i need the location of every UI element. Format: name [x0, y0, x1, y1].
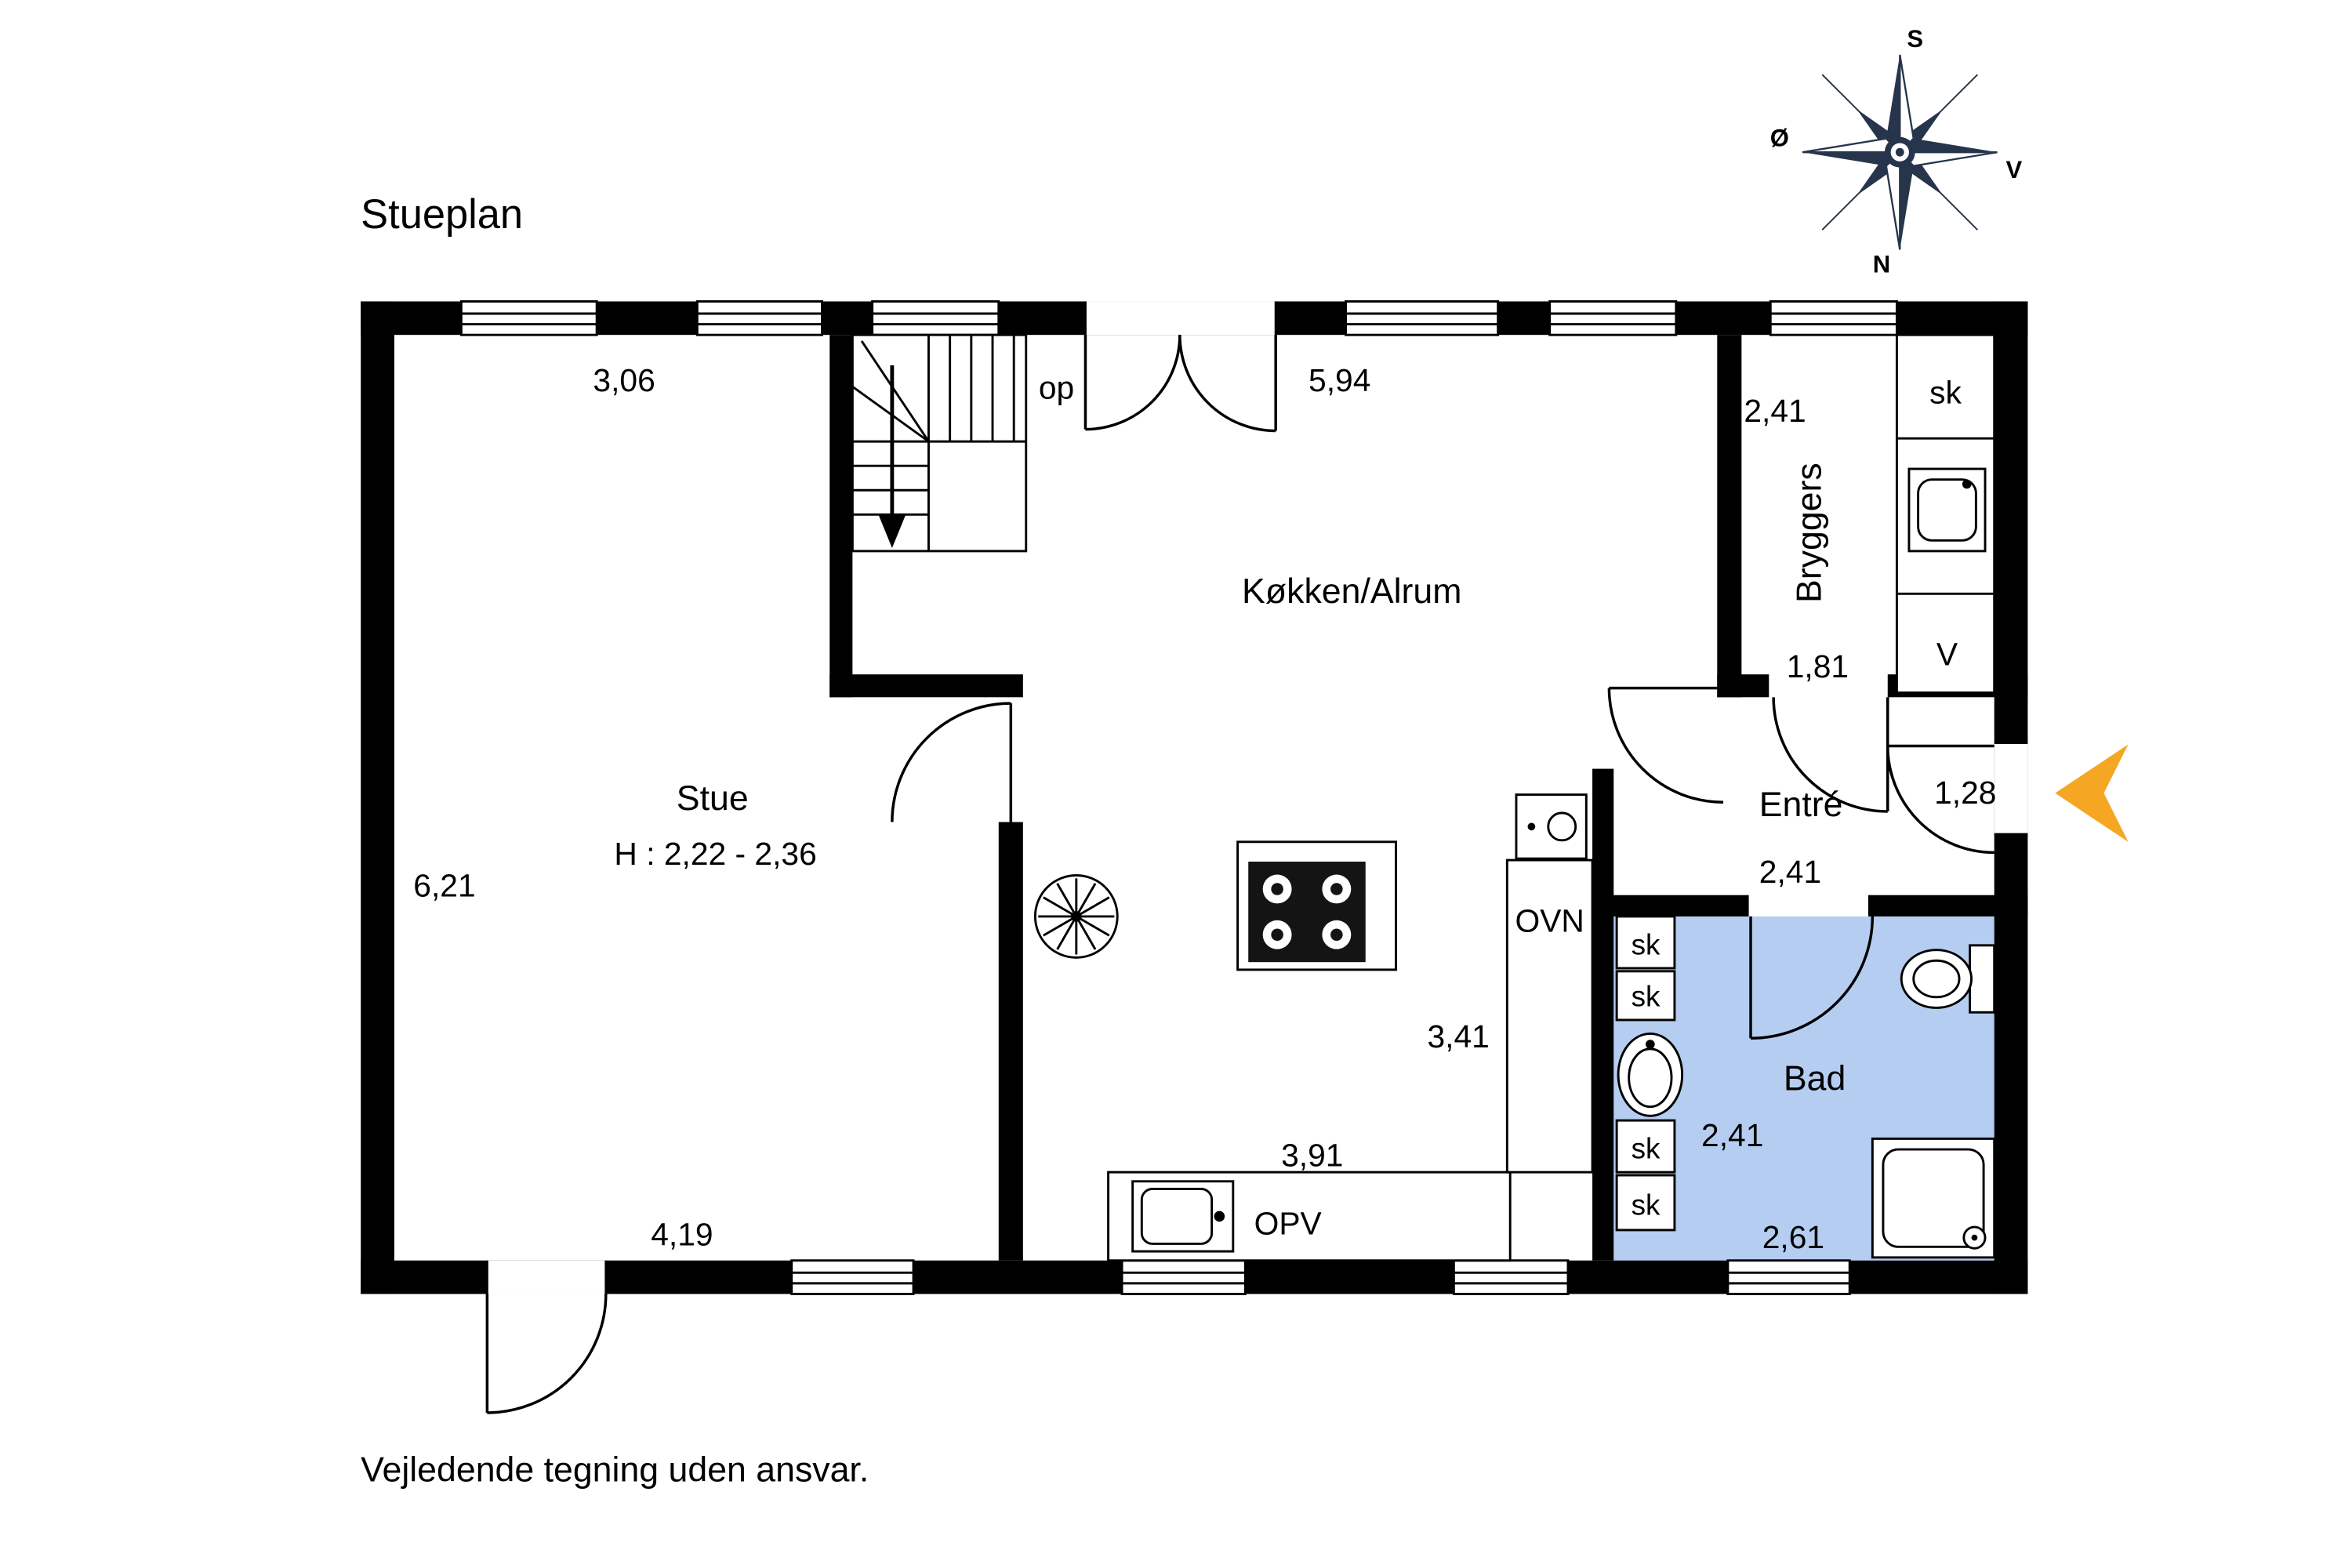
- disclaimer-text: Vejledende tegning uden ansvar.: [361, 1450, 869, 1489]
- door-opening-top: [1084, 301, 1277, 336]
- entre-dim-width: 2,41: [1759, 854, 1821, 890]
- window-bottom-2: [1120, 1259, 1247, 1295]
- compass-north-label: N: [1873, 251, 1890, 278]
- cooktop-icon: [1248, 862, 1366, 963]
- stue-room-label: Stue: [677, 779, 749, 818]
- door-koekken-entre-swing: [1607, 686, 1724, 804]
- window-bottom-1: [790, 1259, 915, 1295]
- bad-dim-width: 2,41: [1701, 1117, 1763, 1153]
- shower-icon: [1871, 1137, 1996, 1259]
- bad-basin-icon: [1617, 1032, 1684, 1117]
- entre-dim-depth: 1,28: [1934, 775, 1996, 811]
- compass-south-label: S: [1907, 25, 1923, 53]
- window-top-3: [871, 300, 1000, 336]
- dishwasher-label: OPV: [1254, 1206, 1323, 1242]
- compass-west-label: V: [2006, 156, 2023, 183]
- kitchen-sink-icon: [1131, 1180, 1235, 1253]
- compass-east-label: Ø: [1770, 124, 1789, 151]
- page-title: Stueplan: [361, 192, 523, 238]
- entrance-arrow-icon: [2055, 744, 2129, 842]
- toilet-icon: [1900, 944, 1996, 1014]
- window-bottom-4: [1726, 1259, 1851, 1295]
- bryggers-cabinet-label: sk: [1929, 375, 1962, 411]
- window-top-4: [1345, 300, 1500, 336]
- bryggers-dim-depth: 1,81: [1787, 648, 1849, 684]
- bad-cabinet-label-3: sk: [1632, 1133, 1661, 1165]
- bryggers-washer-label: V: [1936, 637, 1958, 673]
- stue-ceiling-height: H : 2,22 - 2,36: [614, 836, 816, 872]
- bryggers-dim-width: 2,41: [1744, 393, 1806, 429]
- double-door-top-swing: [1083, 335, 1277, 433]
- door-entry-swing: [1886, 744, 1994, 855]
- door-opening-bad: [1746, 895, 1871, 916]
- labels: Stueplan Vejledende tegning uden ansvar.…: [361, 192, 1996, 1489]
- kitchen-counter-right: [1505, 858, 1594, 1174]
- stairs-up-label: op: [1039, 370, 1074, 406]
- oven-appliance-icon: [1515, 793, 1588, 860]
- door-stue-swing: [891, 702, 1013, 822]
- door-bad-swing: [1749, 916, 1875, 1040]
- koekken-room-label: Køkken/Alrum: [1242, 572, 1461, 611]
- bad-cabinet-label-4: sk: [1632, 1189, 1661, 1221]
- bryggers-sink-icon: [1907, 467, 1987, 553]
- compass-rose-icon: S Ø V N: [1770, 25, 2023, 278]
- window-bottom-3: [1452, 1259, 1570, 1295]
- bryggers-room-label: Bryggers: [1790, 463, 1828, 603]
- bad-cabinet-label-1: sk: [1632, 928, 1661, 960]
- bad-dim-bottom: 2,61: [1762, 1219, 1824, 1255]
- koekken-dim-top: 5,94: [1308, 362, 1370, 398]
- kitchen-island: [1236, 840, 1398, 971]
- window-top-6: [1769, 300, 1898, 336]
- door-bottom-swing: [485, 1294, 608, 1414]
- door-opening-entry: [1994, 742, 2028, 836]
- koekken-counter-depth: 3,41: [1428, 1018, 1490, 1054]
- interior-walls: [829, 335, 2028, 1261]
- entre-room-label: Entré: [1759, 786, 1843, 824]
- stove-fan-icon: [1033, 874, 1119, 959]
- stue-dim-bottom: 4,19: [651, 1216, 713, 1252]
- koekken-counter-width: 3,91: [1281, 1137, 1343, 1173]
- window-top-5: [1548, 300, 1678, 336]
- stue-dim-top: 3,06: [593, 362, 655, 398]
- window-top-2: [695, 300, 823, 336]
- bad-room-label: Bad: [1784, 1059, 1846, 1098]
- stue-dim-left: 6,21: [413, 868, 475, 904]
- bad-cabinets: [1615, 915, 1676, 1232]
- door-opening-bottom: [485, 1260, 608, 1294]
- window-top-1: [459, 300, 598, 336]
- bad-cabinet-label-2: sk: [1632, 980, 1661, 1012]
- stairs-down-arrow-icon: [878, 365, 906, 549]
- staircase: [851, 333, 1028, 553]
- oven-label: OVN: [1515, 902, 1584, 938]
